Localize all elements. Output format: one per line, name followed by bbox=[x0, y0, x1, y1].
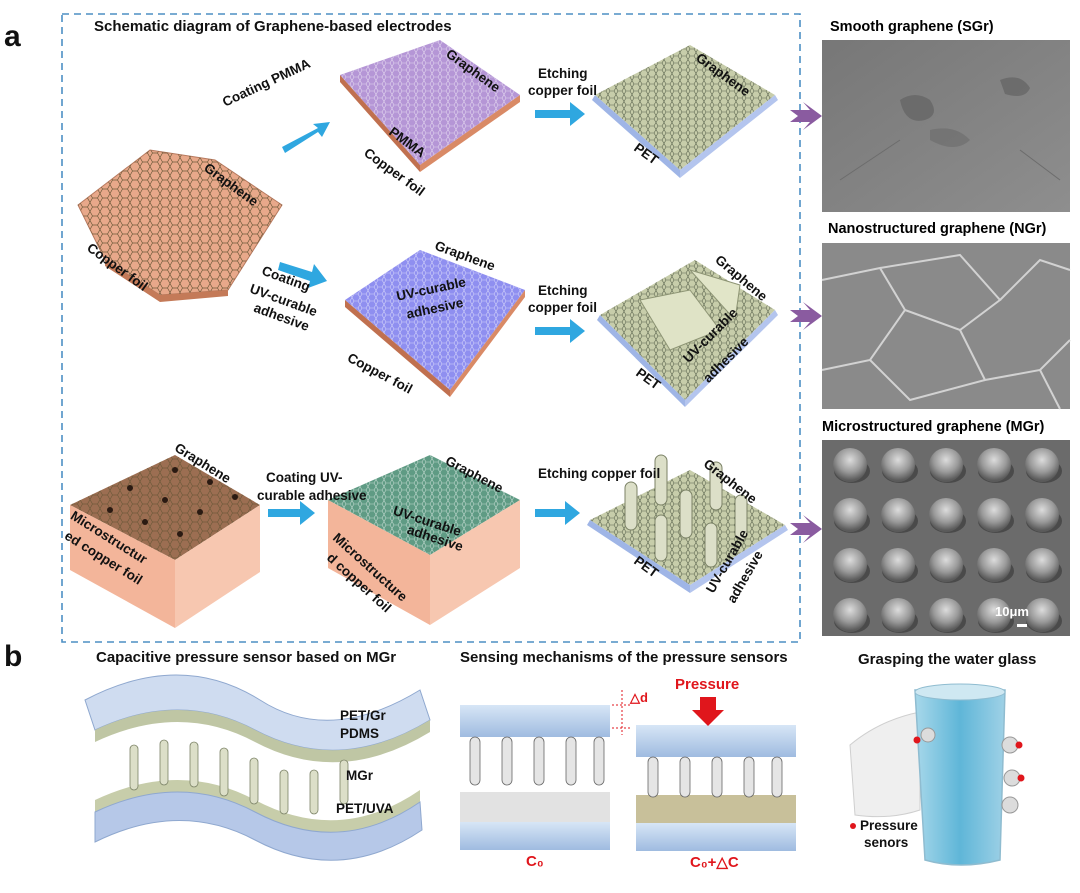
pmma-sheet bbox=[340, 40, 520, 172]
sem-dome bbox=[881, 548, 915, 582]
row3-step-coating-2: curable adhesive bbox=[257, 488, 367, 503]
green-uv-block bbox=[328, 455, 520, 625]
sem-title-ngr: Nanostructured graphene (NGr) bbox=[828, 221, 1047, 237]
panel-b-title-1: Capacitive pressure sensor based on MGr bbox=[96, 649, 397, 666]
sem-smooth-graphene bbox=[822, 40, 1070, 212]
arrow-etching-2 bbox=[535, 319, 585, 343]
sem-dome bbox=[977, 598, 1011, 632]
arrow-etching-3 bbox=[535, 501, 580, 525]
row1-step-etching-2: copper foil bbox=[528, 83, 598, 98]
c0-delta-c-label: C₀+△C bbox=[690, 854, 739, 871]
c0-label: C₀ bbox=[526, 853, 544, 870]
pillars bbox=[624, 454, 748, 568]
row1-step-etching-1: Etching bbox=[538, 66, 588, 81]
arrow-etching-1 bbox=[535, 102, 585, 126]
sensing-mechanism-right bbox=[636, 725, 796, 851]
sem-dome bbox=[881, 498, 915, 532]
curved-pressure-sensor bbox=[84, 674, 431, 861]
sem-dome bbox=[833, 548, 867, 582]
panel-a-letter: a bbox=[4, 20, 21, 53]
sem-dome bbox=[881, 448, 915, 482]
layer-label-pdms: PDMS bbox=[340, 726, 380, 741]
panel-b-title-2: Sensing mechanisms of the pressure senso… bbox=[460, 649, 788, 666]
layer-label-pet-uva: PET/UVA bbox=[336, 801, 394, 816]
row3-step-coating-1: Coating UV- bbox=[266, 470, 343, 485]
sem-dome bbox=[929, 498, 963, 532]
sem-title-mgr: Microstructured graphene (MGr) bbox=[822, 419, 1045, 435]
mechanism-pillars bbox=[469, 736, 783, 798]
panel-b-title-3: Grasping the water glass bbox=[858, 651, 1037, 668]
row2-step-etching-1: Etching bbox=[538, 283, 588, 298]
delta-d-guides bbox=[612, 690, 630, 735]
sem-dome bbox=[977, 448, 1011, 482]
graphene-on-pet-row2 bbox=[597, 260, 778, 407]
arrow-coating-uv-row3 bbox=[268, 501, 315, 525]
sem-dome bbox=[833, 448, 867, 482]
layer-label-pet-gr: PET/Gr bbox=[340, 708, 386, 723]
purple-arrow-3 bbox=[790, 515, 822, 543]
sem-dome bbox=[1025, 498, 1059, 532]
water-glass-illustration bbox=[849, 683, 1025, 866]
sem-dome bbox=[1025, 598, 1059, 632]
sem-dome bbox=[929, 448, 963, 482]
uv-adhesive-sheet bbox=[345, 250, 525, 397]
sem-dome bbox=[929, 548, 963, 582]
sem-dome bbox=[977, 548, 1011, 582]
panel-a-title: Schematic diagram of Graphene-based elec… bbox=[94, 18, 452, 35]
delta-d-label: △d bbox=[630, 690, 648, 705]
pressure-arrow bbox=[692, 697, 724, 726]
sem-dome bbox=[881, 598, 915, 632]
microstructured-copper-block bbox=[70, 455, 260, 628]
arrow-coating-pmma bbox=[282, 122, 330, 153]
panel-b-letter: b bbox=[4, 640, 23, 673]
sem-title-sgr: Smooth graphene (SGr) bbox=[830, 19, 994, 35]
sem-domes bbox=[833, 448, 1062, 633]
row2-step-etching-2: copper foil bbox=[528, 300, 598, 315]
sensor-legend-dot bbox=[850, 823, 856, 829]
sem-scale-bar-label: 10μm bbox=[995, 604, 1029, 619]
sem-scale-bar bbox=[1017, 624, 1027, 627]
purple-arrow-1 bbox=[790, 102, 822, 130]
sensing-mechanism-left bbox=[460, 705, 610, 850]
layer-label-mgr: MGr bbox=[346, 768, 373, 783]
arrow-coating-uv bbox=[278, 262, 327, 288]
sem-dome bbox=[1025, 448, 1059, 482]
sem-dome bbox=[977, 498, 1011, 532]
sem-dome bbox=[833, 498, 867, 532]
sem-dome bbox=[833, 598, 867, 632]
sem-nanostructured-graphene bbox=[821, 243, 1071, 410]
panel-a-border bbox=[61, 13, 801, 643]
copper-foil-graphene-sheet bbox=[77, 149, 283, 302]
microstructure-holes bbox=[107, 467, 238, 537]
sensor-legend-line1: Pressure bbox=[860, 818, 918, 833]
pressure-label: Pressure bbox=[675, 676, 740, 693]
purple-arrow-2 bbox=[790, 302, 822, 330]
sem-dome bbox=[929, 598, 963, 632]
sem-dome bbox=[1025, 548, 1059, 582]
sensor-legend-line2: senors bbox=[864, 835, 909, 850]
row3-step-etching-1: Etching copper foil bbox=[538, 466, 661, 481]
graphene-on-pet-row1 bbox=[592, 45, 778, 178]
